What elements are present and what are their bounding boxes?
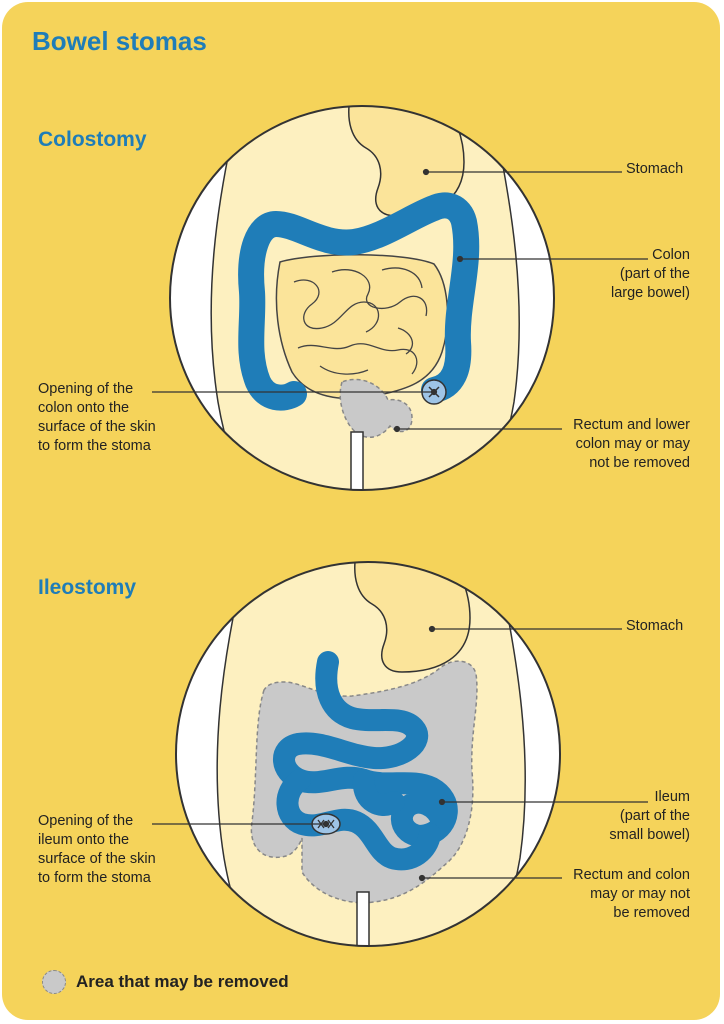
ileostomy-stomach-label: Stomach — [626, 618, 684, 634]
ileostomy-stomach — [354, 562, 471, 673]
colostomy-stomach-label: Stomach — [626, 161, 684, 177]
colostomy-colon-label: Colon (part of the large bowel) — [611, 247, 690, 301]
colostomy-rectum-label: Rectum and lower colon may or may not be… — [573, 417, 690, 471]
ileostomy-rectum-label: Rectum and colon may or may not be remov… — [573, 867, 690, 921]
page-title: Bowel stomas — [32, 26, 207, 56]
colostomy-stomach — [348, 106, 465, 217]
colostomy-small-bowel — [275, 253, 449, 400]
ileostomy-heading: Ileostomy — [38, 576, 137, 599]
legend-text: Area that may be removed — [76, 972, 289, 991]
removed-area-swatch-icon — [42, 970, 66, 994]
colostomy-diagram — [152, 105, 648, 491]
colostomy-colon — [238, 192, 480, 411]
colostomy-heading: Colostomy — [38, 128, 147, 151]
ileostomy-ileum-label: Ileum (part of the small bowel) — [609, 789, 690, 843]
ileostomy-diagram — [152, 561, 648, 947]
legend: Area that may be removed — [42, 970, 289, 994]
ileostomy-opening-label: Opening of the ileum onto the surface of… — [38, 813, 156, 886]
ileostomy-ileum — [273, 651, 458, 871]
colostomy-opening-label: Opening of the colon onto the surface of… — [38, 381, 156, 454]
colostomy-removed-area — [339, 378, 413, 438]
colostomy-small-bowel-loops — [293, 267, 428, 375]
